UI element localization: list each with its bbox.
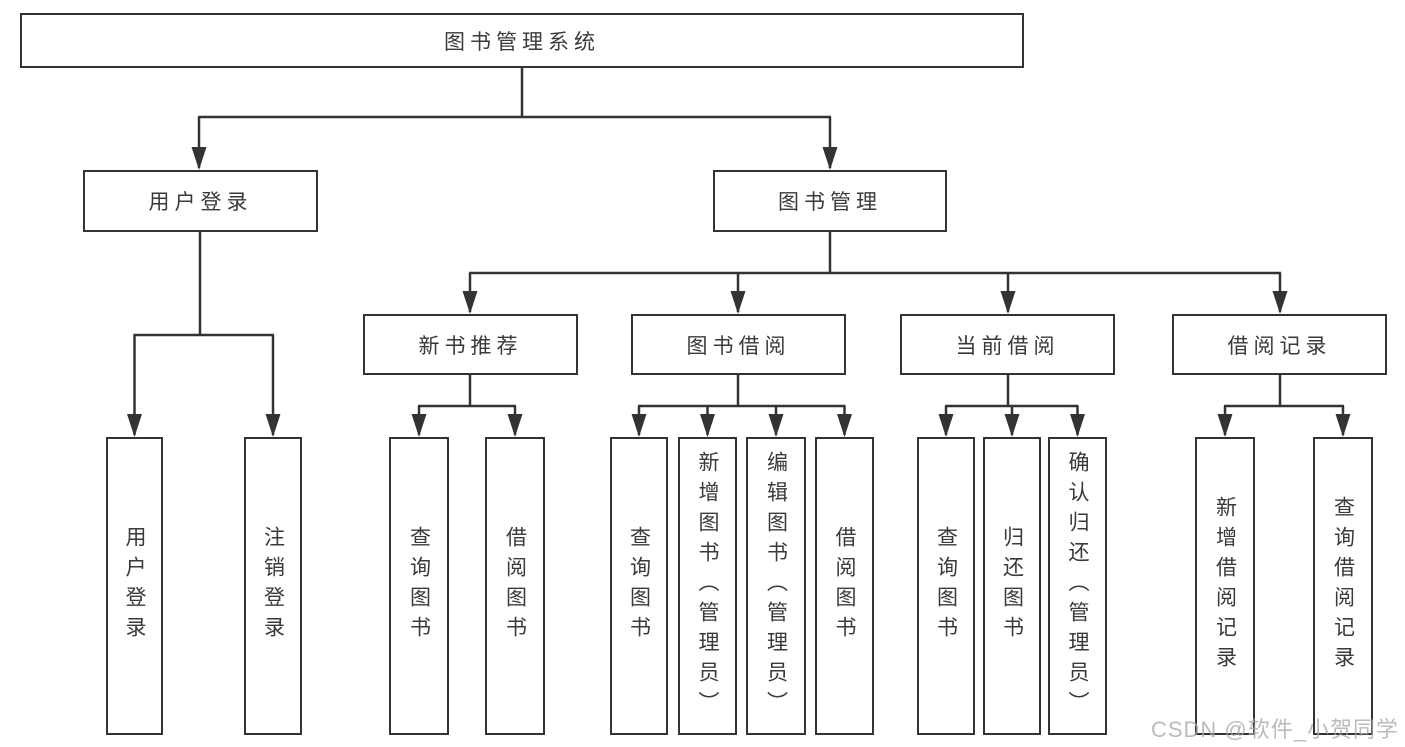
node-current-borrow: 当前借阅 bbox=[900, 314, 1115, 375]
leaf-bb-borrow-book: 借阅图书 bbox=[815, 437, 874, 735]
edge-currentborrow-to-leaves bbox=[944, 375, 1079, 435]
leaf-logout: 注销登录 bbox=[244, 437, 302, 735]
leaf-bb-edit-book: 编辑图书（管理员） bbox=[746, 437, 806, 735]
node-user-login: 用户登录 bbox=[83, 170, 318, 232]
leaf-br-query-record: 查询借阅记录 bbox=[1313, 437, 1373, 735]
node-new-book-rec: 新书推荐 bbox=[363, 314, 578, 375]
edge-userlogin-to-leaves bbox=[133, 232, 275, 435]
leaf-rec-borrow-book-label: 借阅图书 bbox=[503, 526, 527, 646]
csdn-watermark: CSDN @软件_小贺同学 bbox=[1150, 717, 1399, 742]
leaf-bb-borrow-book-label: 借阅图书 bbox=[833, 526, 857, 646]
leaf-user-login: 用户登录 bbox=[106, 437, 163, 735]
leaf-cb-return-book-label: 归还图书 bbox=[1000, 526, 1024, 646]
edge-root-to-level2 bbox=[197, 68, 832, 168]
leaf-bb-add-book: 新增图书（管理员） bbox=[678, 437, 737, 735]
edge-borrowrecords-to-leaves bbox=[1223, 375, 1345, 435]
edge-newbookrec-to-leaves bbox=[417, 375, 517, 435]
leaf-rec-borrow-book: 借阅图书 bbox=[485, 437, 545, 735]
node-user-login-label: 用户登录 bbox=[148, 191, 253, 214]
leaf-cb-confirm-return: 确认归还（管理员） bbox=[1048, 437, 1107, 735]
leaf-cb-query-book-label: 查询图书 bbox=[934, 526, 958, 646]
leaf-cb-query-book: 查询图书 bbox=[917, 437, 975, 735]
leaf-br-add-record: 新增借阅记录 bbox=[1195, 437, 1255, 735]
node-borrow-records: 借阅记录 bbox=[1172, 314, 1387, 375]
leaf-rec-query-book-label: 查询图书 bbox=[407, 526, 431, 646]
node-root: 图书管理系统 bbox=[20, 13, 1024, 68]
leaf-br-query-record-label: 查询借阅记录 bbox=[1331, 496, 1355, 676]
leaf-br-add-record-label: 新增借阅记录 bbox=[1213, 496, 1237, 676]
leaf-user-login-label: 用户登录 bbox=[123, 526, 147, 646]
node-new-book-rec-label: 新书推荐 bbox=[418, 334, 523, 358]
leaf-cb-confirm-return-label: 确认归还（管理员） bbox=[1066, 451, 1090, 721]
leaf-cb-return-book: 归还图书 bbox=[983, 437, 1041, 735]
node-book-mgmt-label: 图书管理 bbox=[778, 191, 882, 214]
node-book-mgmt: 图书管理 bbox=[713, 170, 947, 232]
node-current-borrow-label: 当前借阅 bbox=[955, 334, 1060, 358]
node-root-label: 图书管理系统 bbox=[444, 30, 600, 54]
edge-bookmgmt-to-level3 bbox=[468, 232, 1282, 312]
leaf-bb-query-book-label: 查询图书 bbox=[627, 526, 651, 646]
leaf-rec-query-book: 查询图书 bbox=[389, 437, 449, 735]
leaf-bb-add-book-label: 新增图书（管理员） bbox=[696, 451, 720, 721]
node-book-borrow-label: 图书借阅 bbox=[686, 334, 791, 358]
node-borrow-records-label: 借阅记录 bbox=[1227, 334, 1332, 358]
leaf-logout-label: 注销登录 bbox=[261, 526, 285, 646]
node-book-borrow: 图书借阅 bbox=[631, 314, 846, 375]
leaf-bb-edit-book-label: 编辑图书（管理员） bbox=[764, 451, 788, 721]
leaf-bb-query-book: 查询图书 bbox=[610, 437, 668, 735]
edge-bookborrow-to-leaves bbox=[637, 375, 846, 435]
